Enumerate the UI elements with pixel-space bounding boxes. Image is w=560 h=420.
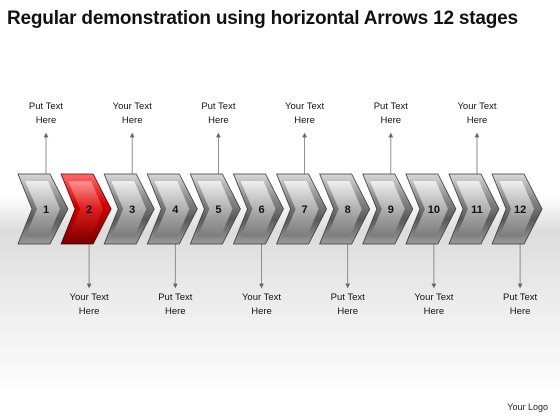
stage-number: 10 — [428, 204, 440, 216]
stage-arrow-12: 12 — [491, 173, 543, 245]
stage-arrow-6: 6 — [232, 173, 284, 245]
stage-arrow-11: 11 — [448, 173, 500, 245]
stage-label-line: Your Text — [414, 292, 454, 303]
stage-arrow-10: 10 — [405, 173, 457, 245]
stage-label-line: Here — [294, 115, 315, 126]
stage-arrow-4: 4 — [146, 173, 198, 245]
stage-label-line: Your Text — [285, 101, 325, 112]
stage-arrow-1: 1 — [17, 173, 69, 245]
stage-arrow-9: 9 — [362, 173, 414, 245]
logo-text: Your Logo — [507, 402, 548, 412]
stage-number: 2 — [86, 204, 92, 216]
stage-label-line: Put Text — [158, 292, 193, 303]
stage-label-line: Here — [423, 306, 445, 317]
stage-label-line: Your Text — [69, 292, 109, 303]
stage-label-line: Here — [78, 306, 100, 317]
stage-label-line: Here — [466, 115, 488, 126]
stage-number: 5 — [215, 204, 221, 216]
stage-label-line: Your Text — [112, 101, 152, 112]
stage-number: 3 — [129, 204, 135, 216]
stage-label-line: Your Text — [457, 101, 497, 112]
stage-arrow-8: 8 — [319, 173, 371, 245]
stage-number: 12 — [514, 204, 526, 216]
page-title: Regular demonstration using horizontal A… — [7, 8, 518, 29]
stage-arrow-7: 7 — [276, 173, 328, 245]
stage-number: 4 — [172, 204, 179, 216]
stage-number: 1 — [43, 204, 49, 216]
stage-label-line: Here — [35, 115, 57, 126]
stage-arrow-2: 2 — [60, 173, 112, 245]
stage-number: 7 — [302, 204, 308, 216]
stage-number: 8 — [345, 204, 351, 216]
stage-label-line: Put Text — [373, 101, 408, 112]
stage-label-line: Put Text — [503, 292, 538, 303]
stage-label-line: Here — [208, 115, 229, 126]
stage-label-line: Here — [337, 306, 358, 317]
stage-number: 6 — [258, 204, 264, 216]
stage-arrow-3: 3 — [103, 173, 155, 245]
stage-number: 11 — [471, 204, 483, 216]
stage-label-line: Here — [380, 115, 402, 126]
stage-arrow-5: 5 — [189, 173, 241, 245]
stage-label-line: Here — [121, 115, 143, 126]
stage-label-line: Here — [509, 306, 531, 317]
stage-label-line: Your Text — [241, 292, 282, 303]
stage-label-line: Put Text — [28, 101, 64, 112]
stage-number: 9 — [388, 204, 394, 216]
stage-label-line: Put Text — [201, 101, 236, 112]
stage-label-line: Here — [165, 306, 186, 317]
stage-label-line: Here — [251, 306, 272, 317]
stage-label-line: Put Text — [330, 292, 365, 303]
